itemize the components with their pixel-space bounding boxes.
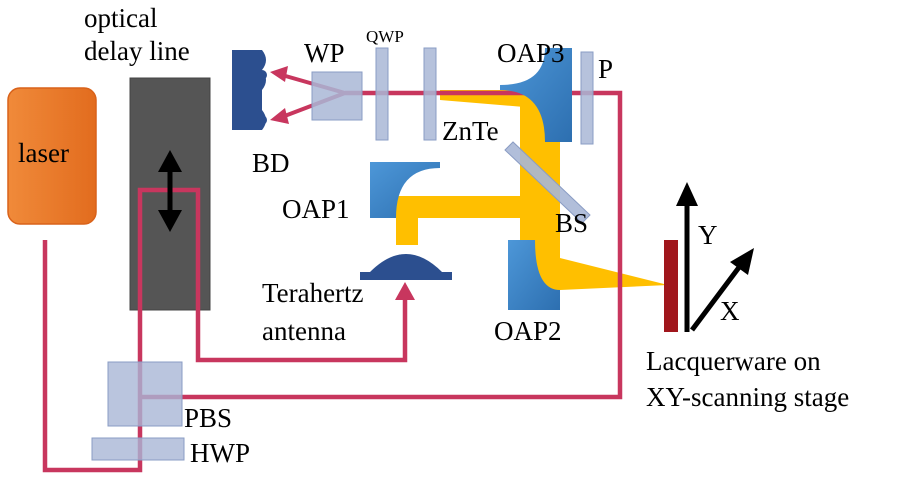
label-oap2: OAP2 bbox=[494, 316, 562, 346]
terahertz-antenna-dome bbox=[370, 254, 442, 272]
bd-bump-bottom bbox=[257, 115, 267, 125]
laser-source bbox=[7, 87, 97, 225]
bd-arrowhead-bottom bbox=[270, 108, 289, 124]
antenna-arrow-head bbox=[395, 282, 415, 300]
terahertz-antenna bbox=[360, 272, 452, 280]
label-qwp: QWP bbox=[366, 27, 404, 46]
label-lacquerware: Lacquerware on bbox=[646, 346, 821, 376]
label-x-axis: X bbox=[720, 296, 740, 326]
label-optical: optical bbox=[84, 3, 158, 33]
label-laser: laser bbox=[18, 138, 69, 168]
label-pbs: PBS bbox=[184, 403, 233, 433]
bd-arrowhead-top bbox=[270, 66, 288, 82]
label-terahertz: Terahertz bbox=[262, 278, 364, 308]
qwp-plate-1 bbox=[375, 47, 389, 141]
polarizer-plate bbox=[580, 51, 594, 145]
wp-optic bbox=[311, 71, 363, 121]
pbs-optic bbox=[107, 361, 183, 427]
oap1-mirror bbox=[370, 162, 440, 218]
oap3-shape bbox=[500, 48, 572, 142]
hwp-optic bbox=[91, 437, 185, 461]
label-xy-stage: XY-scanning stage bbox=[646, 382, 850, 412]
label-antenna: antenna bbox=[262, 316, 346, 346]
label-znte: ZnTe bbox=[442, 116, 499, 146]
label-p: P bbox=[598, 54, 614, 84]
label-wp: WP bbox=[304, 38, 345, 68]
label-hwp: HWP bbox=[190, 438, 250, 468]
bd-bump-top bbox=[257, 70, 267, 80]
xy-axes bbox=[676, 182, 754, 332]
qwp-plate-2 bbox=[423, 47, 437, 141]
bd-detector bbox=[232, 50, 266, 130]
label-oap3: OAP3 bbox=[497, 38, 565, 68]
label-oap1: OAP1 bbox=[282, 194, 350, 224]
label-delay-line: delay line bbox=[84, 36, 190, 66]
oap2-mirror bbox=[508, 240, 560, 310]
bs-plate bbox=[504, 141, 591, 224]
lacquerware-sample bbox=[664, 240, 678, 332]
delay-line-arrow bbox=[158, 150, 182, 232]
label-y-axis: Y bbox=[698, 220, 718, 250]
label-bd: BD bbox=[252, 148, 290, 178]
label-bs: BS bbox=[555, 208, 589, 238]
